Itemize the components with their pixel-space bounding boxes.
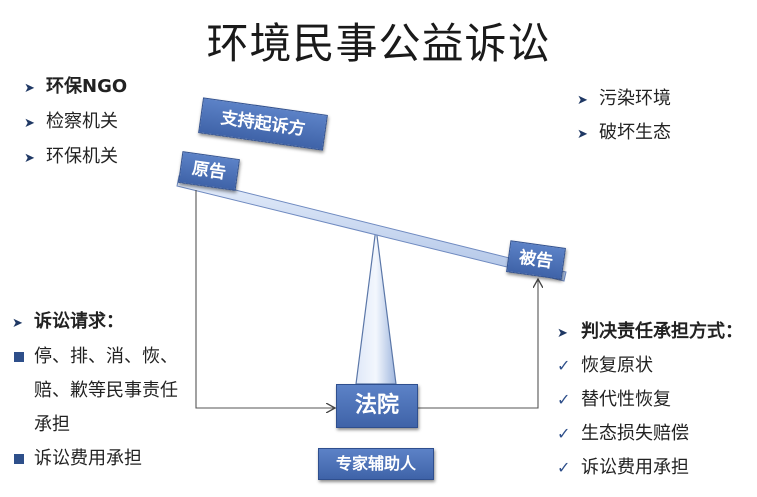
court-to-defendant-line — [418, 280, 538, 409]
check-icon: ✓ — [557, 458, 571, 477]
check-icon: ✓ — [557, 356, 571, 375]
list-item: ✓恢复原状 — [557, 350, 743, 384]
page-title: 环境民事公益诉讼 — [206, 19, 551, 68]
arrow-bullet-icon: ➤ — [577, 93, 588, 108]
litigation-claims-list: ➤诉讼请求： 停、排、消、恢、赔、歉等民事责任承担 诉讼费用承担 — [12, 306, 184, 476]
expert-assistant-label: 专家辅助人 — [318, 448, 434, 480]
judgment-methods-list: ➤判决责任承担方式： ✓恢复原状 ✓替代性恢复 ✓生态损失赔偿 ✓诉讼费用承担 — [557, 316, 743, 486]
list-item: ➤破坏生态 — [577, 118, 671, 152]
list-item: ➤污染环境 — [577, 84, 671, 118]
list-item: 停、排、消、恢、赔、歉等民事责任承担 — [12, 340, 184, 442]
list-item: ✓替代性恢复 — [557, 384, 743, 418]
arrow-bullet-icon: ➤ — [24, 151, 35, 166]
violation-types-list: ➤污染环境 ➤破坏生态 — [577, 84, 671, 152]
check-icon: ✓ — [557, 390, 571, 409]
arrow-bullet-icon: ➤ — [24, 116, 35, 131]
arrow-bullet-icon: ➤ — [577, 127, 588, 142]
square-bullet-icon — [14, 454, 24, 464]
arrow-bullet-icon: ➤ — [557, 326, 568, 341]
plaintiff-to-court-line — [195, 190, 334, 408]
plaintiff-types-list: ➤环保NGO ➤检察机关 ➤环保机关 — [24, 72, 127, 177]
arrow-bullet-icon: ➤ — [12, 316, 23, 331]
arrow-bullet-icon: ➤ — [24, 81, 35, 96]
list-item: ✓诉讼费用承担 — [557, 452, 743, 486]
list-item: ✓生态损失赔偿 — [557, 418, 743, 452]
court-label: 法院 — [336, 384, 418, 428]
list-item: ➤环保机关 — [24, 142, 127, 177]
fulcrum-triangle — [355, 227, 397, 385]
list-item: ➤检察机关 — [24, 107, 127, 142]
square-bullet-icon — [14, 352, 24, 362]
check-icon: ✓ — [557, 424, 571, 443]
judgment-heading: ➤判决责任承担方式： — [557, 316, 743, 350]
list-item: 诉讼费用承担 — [12, 442, 184, 476]
balance-beam — [176, 175, 567, 282]
list-item: ➤环保NGO — [24, 72, 127, 107]
claims-heading: ➤诉讼请求： — [12, 306, 184, 340]
